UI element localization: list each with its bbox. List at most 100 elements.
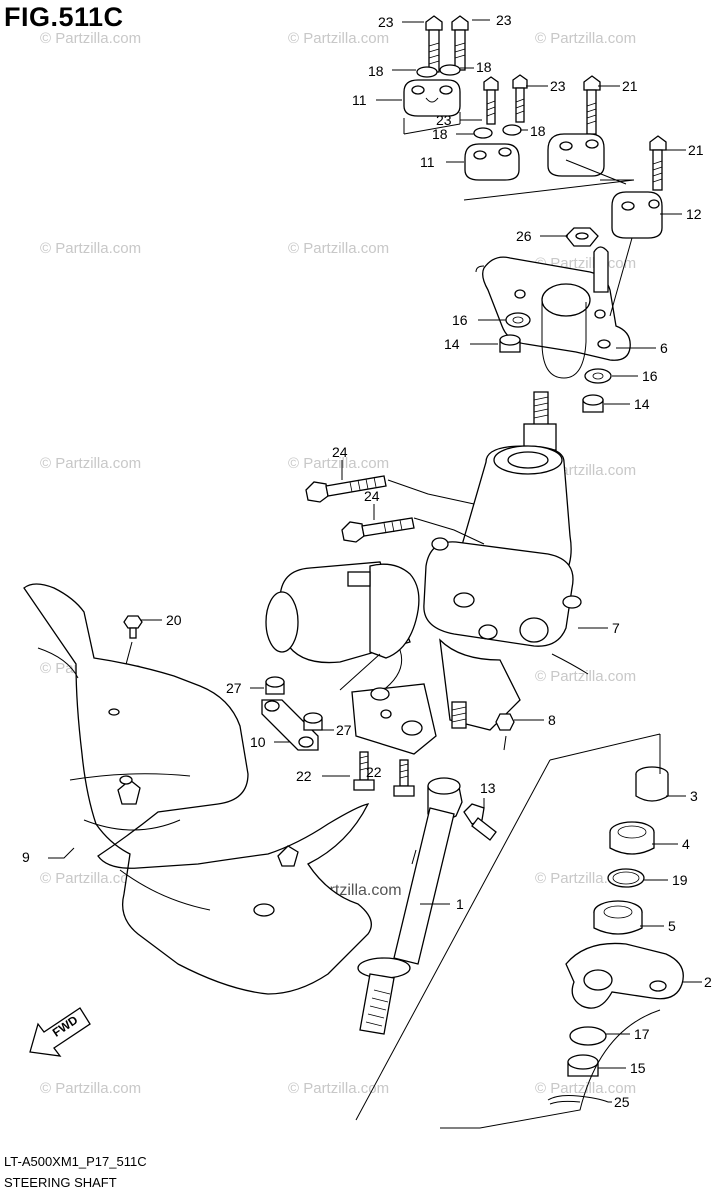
washer-18 [439, 64, 461, 76]
bolt-23-mid-right [512, 74, 528, 123]
cotter-pin-25 [549, 1100, 581, 1105]
callout-16: 16 [452, 312, 468, 328]
bracket-10 [261, 699, 319, 751]
holder-11-guide [403, 112, 461, 134]
watermark: © Partzilla.com [535, 1080, 637, 1097]
callout-14: 14 [634, 396, 650, 412]
callout-24: 24 [364, 488, 380, 504]
bolt-23-mid-left [483, 76, 499, 125]
callout-15: 15 [630, 1060, 646, 1076]
callout-27: 27 [226, 680, 242, 696]
steering-cover-9 [23, 583, 372, 995]
bolt-24-lower [341, 517, 415, 543]
watermark: © Partzilla.com [40, 30, 142, 47]
callout-21: 21 [622, 78, 638, 94]
holder-12 [611, 191, 663, 239]
shaft-guide-line [440, 1009, 661, 1129]
nut-27 [265, 676, 285, 695]
holder-11-upper [403, 79, 461, 117]
callout-23: 23 [436, 112, 452, 128]
washer-18 [502, 124, 522, 136]
watermark: © Partzilla.com [535, 668, 637, 685]
nut-14 [582, 394, 604, 413]
callout-3: 3 [690, 788, 698, 804]
callout-24: 24 [332, 444, 348, 460]
nut-26 [565, 227, 599, 247]
callout-26: 26 [516, 228, 532, 244]
callout-12: 12 [686, 206, 702, 222]
callout-25: 25 [614, 1094, 630, 1110]
callout-5: 5 [668, 918, 676, 934]
bracket-guide-line [609, 237, 633, 317]
callout-7: 7 [612, 620, 620, 636]
fwd-arrow-icon: FWD [29, 1007, 91, 1057]
pitman-arm-2 [565, 942, 684, 1009]
nut-27 [303, 712, 323, 731]
callout-27: 27 [336, 722, 352, 738]
bolt-22-left [353, 751, 375, 791]
washer-17 [569, 1026, 607, 1046]
steering-shaft-1 [357, 777, 463, 1035]
watermark: © Partzilla.com [288, 240, 390, 257]
figure-title: FIG.511C [4, 2, 124, 32]
bolt-20 [123, 615, 143, 639]
washer-16 [505, 312, 531, 328]
callout-22: 22 [366, 764, 382, 780]
circlip-19 [607, 868, 645, 888]
bolt-21-upper [583, 75, 601, 135]
watermark: © Partzilla.com [535, 30, 637, 47]
bolt-22-right [393, 759, 415, 797]
bearing-5 [593, 900, 643, 935]
watermark: © Partzilla.com [40, 870, 142, 887]
bolt-23-left [425, 15, 443, 73]
callout-14: 14 [444, 336, 460, 352]
bolt-21-lower [649, 135, 667, 191]
callout-1: 1 [456, 896, 464, 912]
bolt-23-right [451, 15, 469, 71]
callout-22: 22 [296, 768, 312, 784]
leader-lines [48, 19, 702, 1103]
eps-unit-7 [423, 391, 589, 731]
watermark: © Partzilla.com [288, 455, 390, 472]
cotter-pin-25 [547, 1095, 609, 1103]
mount-plate [351, 683, 437, 755]
callout-23: 23 [378, 14, 394, 30]
holder-upper-bracket [547, 133, 627, 185]
washer-18 [473, 127, 493, 139]
callout-23: 23 [550, 78, 566, 94]
callout-6: 6 [660, 340, 668, 356]
callout-21: 21 [688, 142, 704, 158]
watermark: © Partzilla.com [40, 240, 142, 257]
dust-seal-4 [609, 821, 655, 855]
callout-2: 2 [704, 974, 712, 990]
holder-11-lower [464, 143, 520, 181]
watermark: © Partzilla.com [288, 30, 390, 47]
nut-14 [499, 334, 521, 353]
callout-19: 19 [672, 872, 688, 888]
figure-name: STEERING SHAFT [4, 1175, 117, 1190]
callout-18: 18 [476, 59, 492, 75]
bolt-24-upper [305, 475, 387, 503]
callout-18: 18 [530, 123, 546, 139]
callout-18: 18 [368, 63, 384, 79]
steering-bracket-6 [475, 246, 631, 379]
callout-20: 20 [166, 612, 182, 628]
callout-4: 4 [682, 836, 690, 852]
callout-11: 11 [352, 92, 367, 108]
callout-9: 9 [22, 849, 30, 865]
callout-18: 18 [432, 126, 448, 142]
callout-17: 17 [634, 1026, 650, 1042]
bolt-24-guide [387, 479, 485, 545]
eps-motor [265, 561, 420, 705]
callout-11: 11 [420, 154, 435, 170]
callout-10: 10 [250, 734, 266, 750]
bolt-13 [463, 803, 497, 841]
nut-15 [567, 1054, 599, 1077]
callout-13: 13 [480, 780, 496, 796]
bolt-8 [495, 713, 515, 751]
callout-16: 16 [642, 368, 658, 384]
watermark: © Partzilla.com [288, 1080, 390, 1097]
washer-16 [584, 368, 612, 384]
